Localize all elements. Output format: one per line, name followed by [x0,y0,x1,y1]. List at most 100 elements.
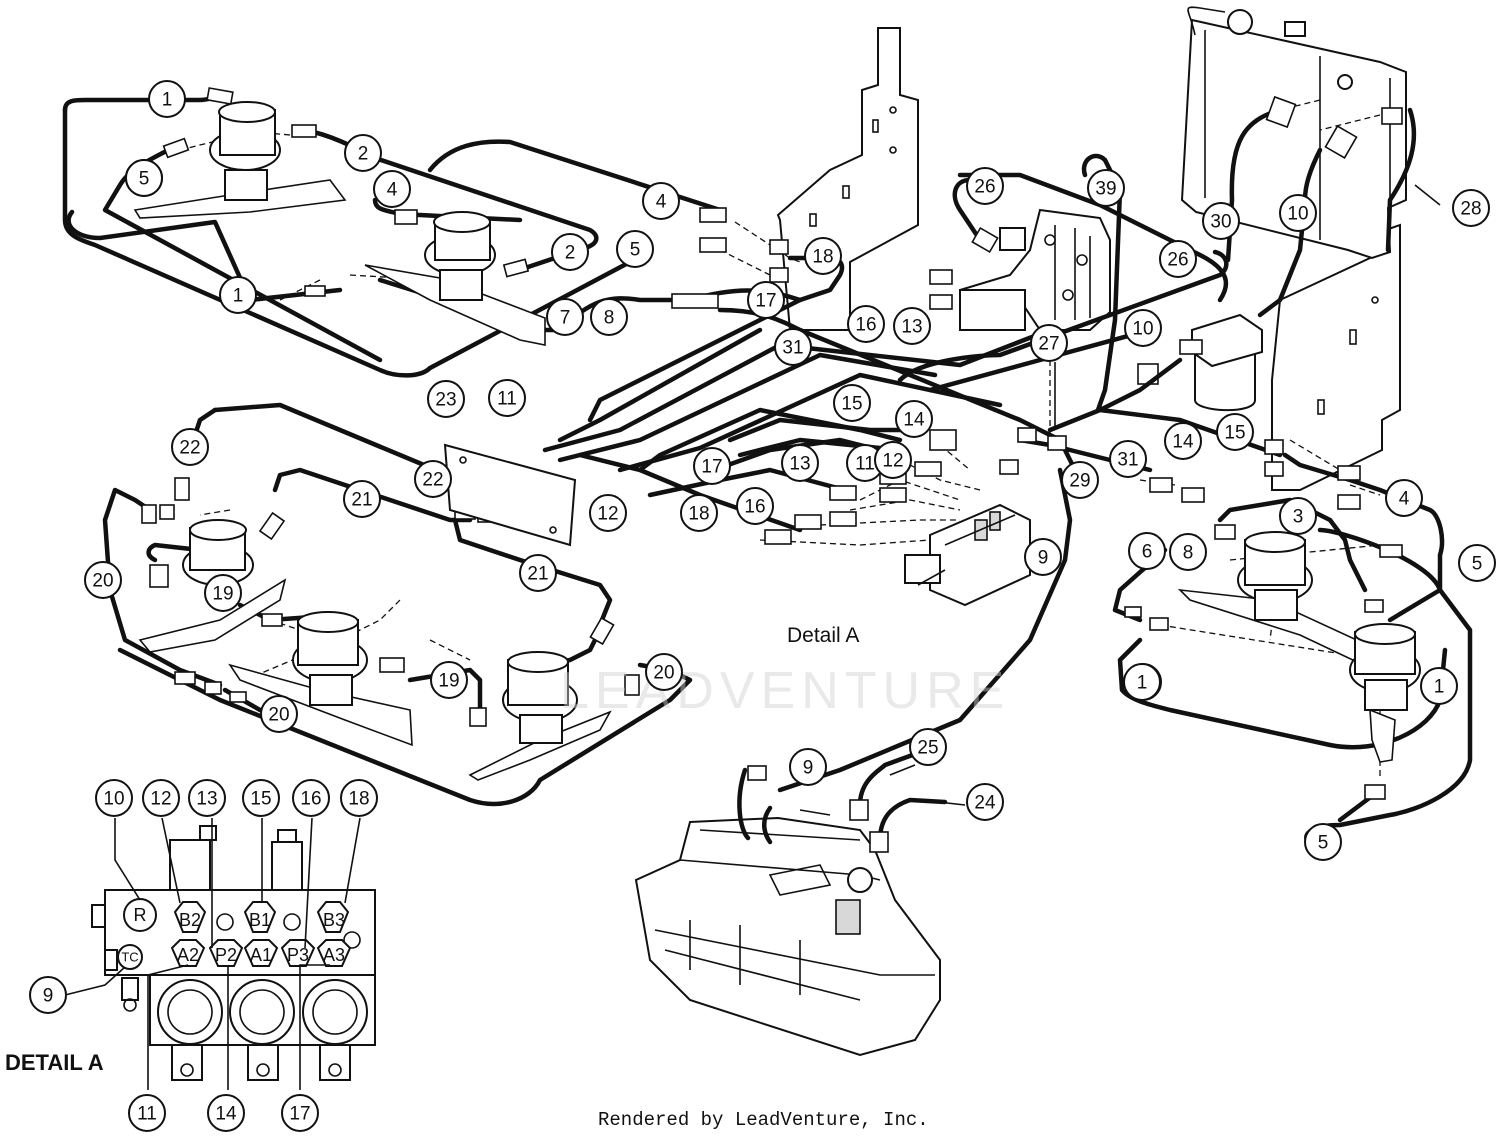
callout-number: 19 [212,584,233,605]
callout-14: 14 [895,400,933,438]
callout-2: 2 [344,134,382,172]
callout-number: 14 [1172,432,1194,453]
port-label-b1: B1 [249,910,271,930]
callout-number: 1 [233,286,244,307]
callout-22: 22 [171,428,209,466]
port-label-a2: A2 [177,945,199,965]
callout-number: 11 [497,389,517,410]
callout-number: 31 [1117,450,1138,471]
deck-motor-left-2 [228,611,413,747]
callout-number: 16 [855,315,876,336]
callout-number: 4 [1399,489,1410,510]
deck-motor-top-left-2 [364,211,546,346]
callout-number: 11 [137,1104,157,1125]
callout-14: 14 [1164,422,1202,460]
port-label-b3: B3 [323,910,345,930]
callout-30: 30 [1202,202,1240,240]
right-mounting-plate [1271,223,1401,491]
callout-1: 1 [1123,663,1161,701]
callout-number: 6 [1142,542,1153,563]
callout-leader-lines [889,184,1441,806]
callout-number: 12 [882,451,903,472]
port-label-tc: TC [121,950,138,965]
callout-15: 15 [242,779,280,817]
port-label-p2: P2 [215,945,237,965]
callout-39: 39 [1087,169,1125,207]
callout-number: 13 [789,454,810,475]
callout-16: 16 [292,779,330,817]
left-mounting-plate [776,27,919,331]
callout-number: 10 [103,789,124,810]
callout-1: 1 [1420,667,1458,705]
hydraulic-tank [634,767,941,1057]
callout-number: 12 [150,789,171,810]
callout-5: 5 [1458,544,1496,582]
port-label-b2: B2 [179,910,201,930]
callout-13: 13 [781,444,819,482]
callout-8: 8 [590,298,628,336]
callout-9: 9 [789,748,827,786]
callout-7: 7 [546,298,584,336]
callout-number: 5 [630,240,641,261]
callout-number: 23 [435,390,456,411]
callout-14: 14 [207,1094,245,1132]
callout-24: 24 [966,783,1004,821]
credit-line: Rendered by LeadVenture, Inc. [598,1109,929,1131]
callout-number: 13 [196,789,217,810]
oil-cooler-radiator [1180,6,1407,260]
callout-18: 18 [804,237,842,275]
watermark: LEADVENTURE [560,662,1010,720]
callout-11: 11 [846,444,884,482]
callout-13: 13 [893,307,931,345]
callout-5: 5 [1304,823,1342,861]
callout-number: 15 [841,394,862,415]
callout-3: 3 [1279,497,1317,535]
callout-number: 15 [1224,423,1245,444]
callout-number: 17 [701,457,722,478]
callout-number: 26 [1167,250,1188,271]
port-label-r: R [134,905,147,925]
detail-a-title: DETAIL A [5,1050,104,1075]
deck-motor-right-2 [1349,623,1421,763]
valve-port-labels: R TC B2 B1 B3 A2 P2 A1 P3 A3 [117,898,352,970]
callout-number: 22 [179,438,200,459]
callout-number: 20 [653,663,674,684]
port-label-a3: A3 [323,945,345,965]
callout-number: 7 [560,308,571,329]
oil-filter [1137,313,1263,412]
callout-number: 30 [1210,212,1231,233]
callout-18: 18 [680,494,718,532]
callout-number: 5 [139,169,150,190]
callout-4: 4 [642,182,680,220]
callout-13: 13 [188,779,226,817]
callout-31: 31 [1109,440,1147,478]
callout-number: 5 [1318,833,1329,854]
callout-17: 17 [747,281,785,319]
detail-a-leader-lines [64,569,946,1090]
callout-number: 5 [1472,554,1483,575]
callout-19: 19 [204,574,242,612]
callout-number: 16 [744,497,765,518]
deck-motor-right-1 [1177,531,1401,682]
detail-a-label: Detail A [787,624,859,647]
callout-1: 1 [219,276,257,314]
hydraulic-pump [959,208,1111,331]
callout-25: 25 [909,728,947,766]
callout-number: 28 [1460,199,1481,220]
callout-21: 21 [343,480,381,518]
callout-11: 11 [488,379,526,417]
callout-number: 20 [268,705,289,726]
callout-number: 22 [422,470,443,491]
callout-11: 11 [128,1094,166,1132]
callout-number: 26 [974,177,995,198]
callout-number: 27 [1038,334,1059,355]
callout-10: 10 [95,779,133,817]
callout-number: 18 [348,789,369,810]
callout-29: 29 [1061,461,1099,499]
callout-number: 1 [1137,673,1148,694]
callout-number: 11 [855,454,875,475]
callout-23: 23 [427,380,465,418]
callout-2: 2 [551,233,589,271]
callout-4: 4 [373,170,411,208]
